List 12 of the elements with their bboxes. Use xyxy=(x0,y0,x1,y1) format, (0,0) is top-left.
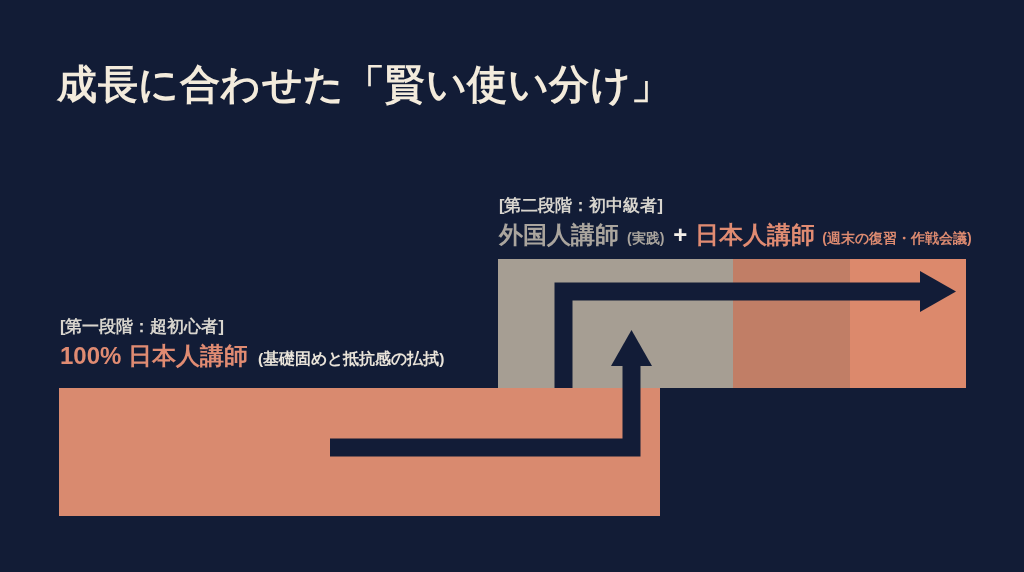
arrow xyxy=(330,330,652,457)
teacher-label: 100% 日本人講師 xyxy=(60,341,249,371)
arrow xyxy=(554,271,956,388)
note-text: (週末の復習・作戦会議) xyxy=(822,229,972,247)
title: 成長に合わせた「賢い使い分け」 xyxy=(57,61,672,108)
note-text: (実践) xyxy=(627,229,665,247)
plus-sign: + xyxy=(673,220,688,250)
stage-label: [第二段階：初中級者] xyxy=(499,195,663,215)
stage-label: [第一段階：超初心者] xyxy=(60,316,224,336)
note-text: (基礎固めと抵抗感の払拭) xyxy=(258,350,445,368)
teacher-label: 外国人講師 xyxy=(499,220,619,250)
teacher-label: 日本人講師 xyxy=(695,220,816,250)
